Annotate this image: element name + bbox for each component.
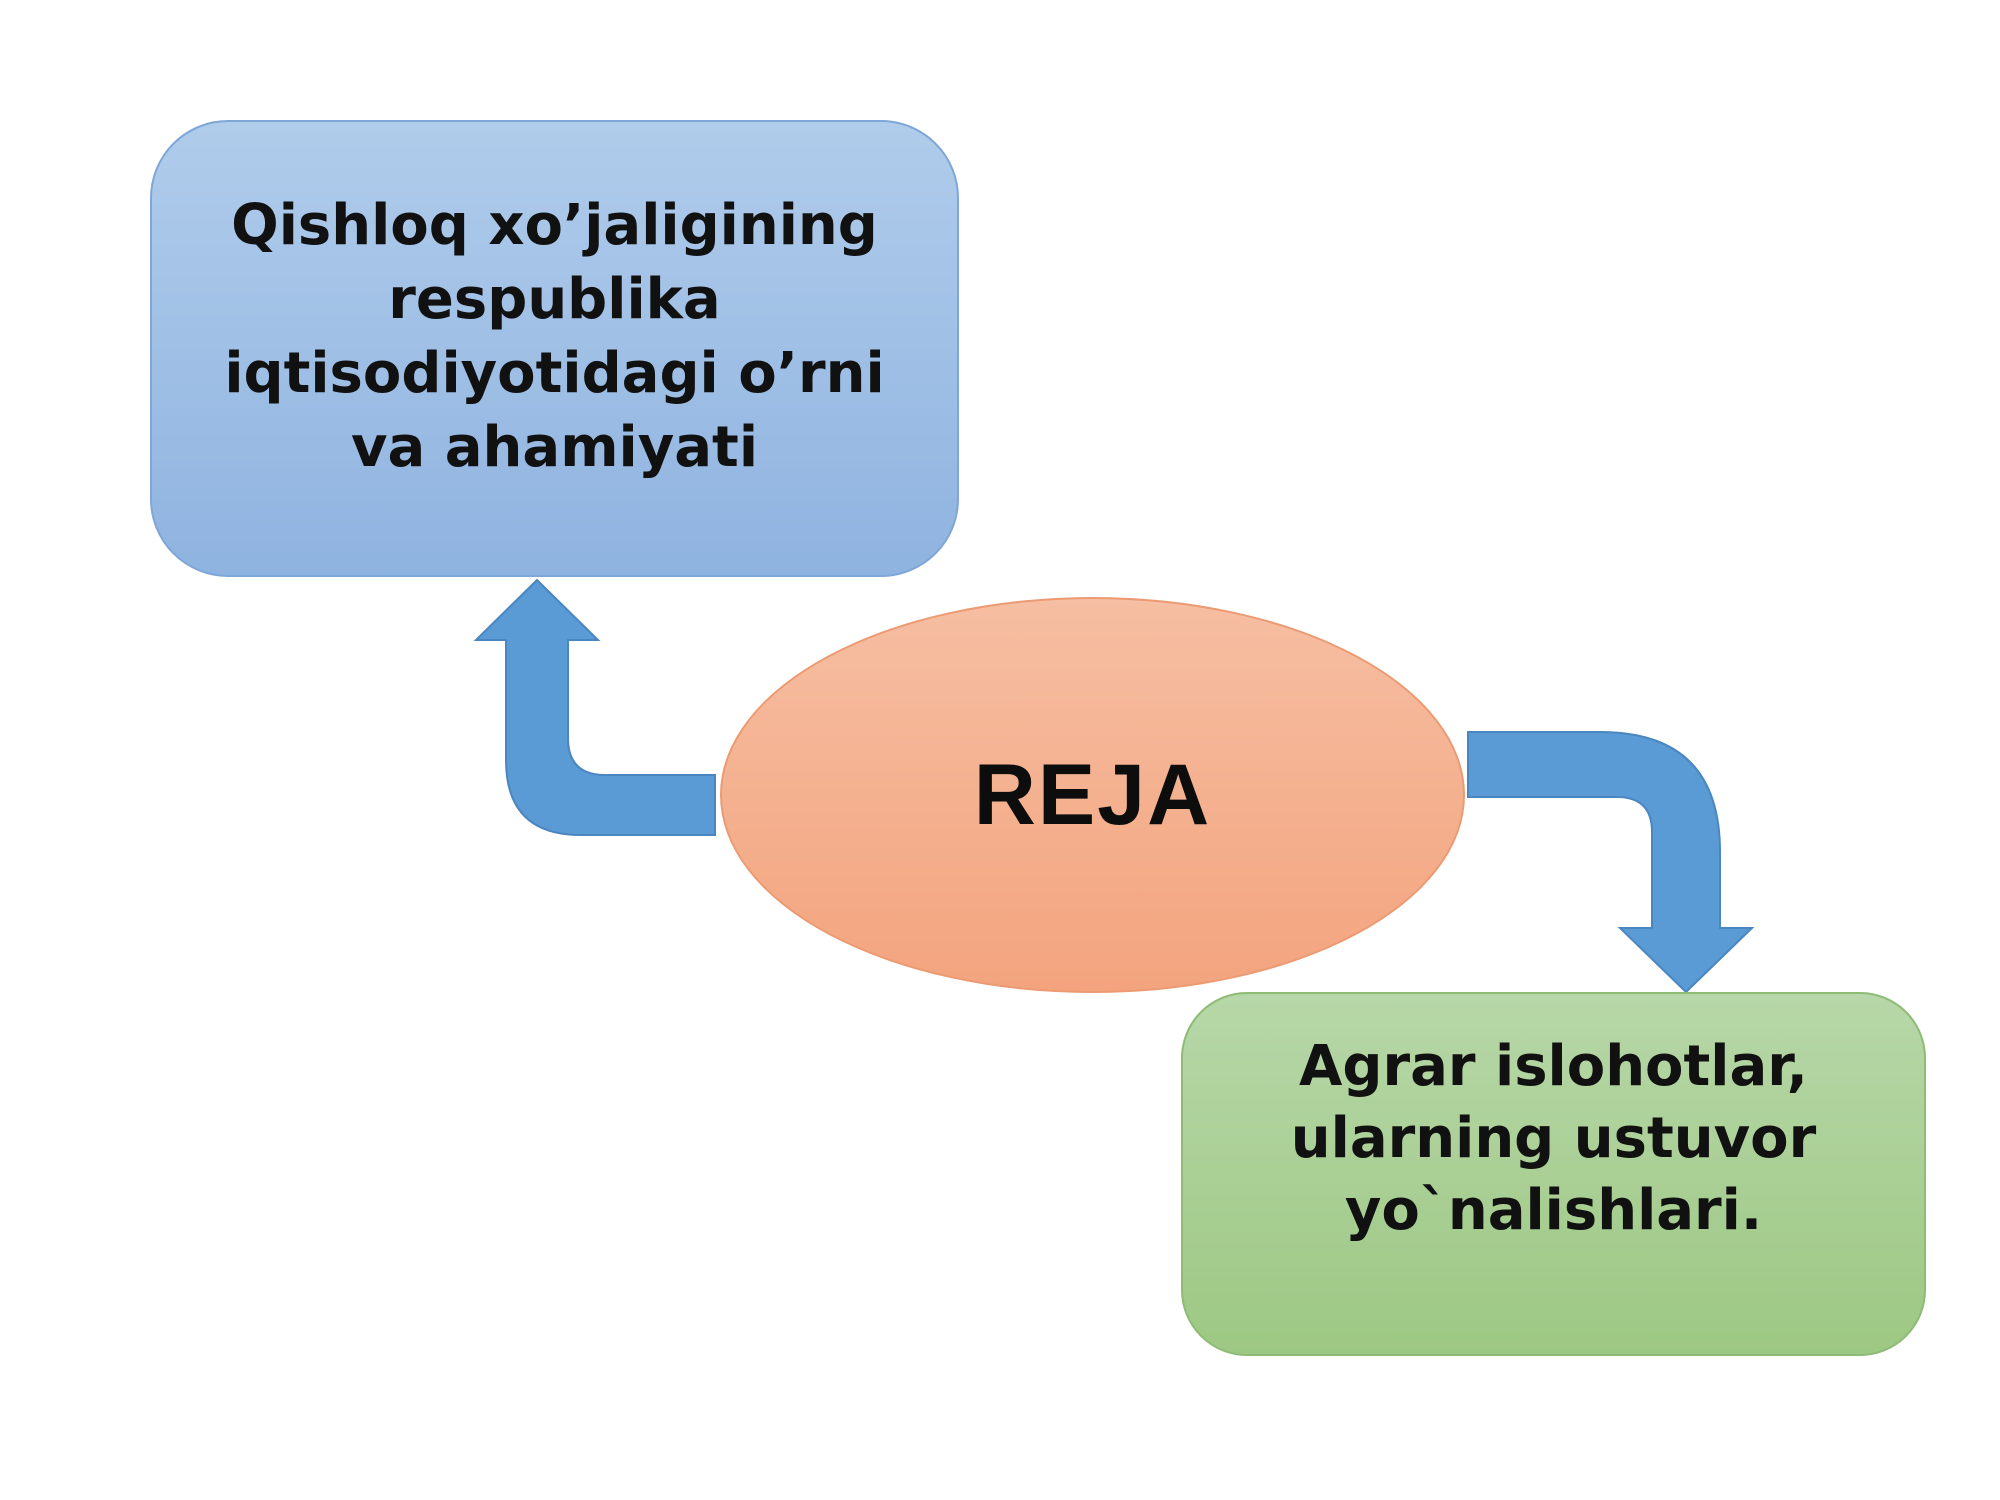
topic-box-2: Agrar islohotlar, ularning ustuvor yo`na… <box>1181 992 1926 1356</box>
arrow-to-topic-2 <box>1467 731 1755 994</box>
topic-2-text: Agrar islohotlar, ularning ustuvor yo`na… <box>1290 1034 1817 1243</box>
arrow-to-topic-1 <box>473 578 716 836</box>
topic-box-1: Qishloq xo’jaligining respublika iqtisod… <box>150 120 959 577</box>
center-node: REJA <box>720 597 1465 993</box>
topic-1-text: Qishloq xo’jaligining respublika iqtisod… <box>224 192 885 480</box>
center-label: REJA <box>973 746 1212 843</box>
